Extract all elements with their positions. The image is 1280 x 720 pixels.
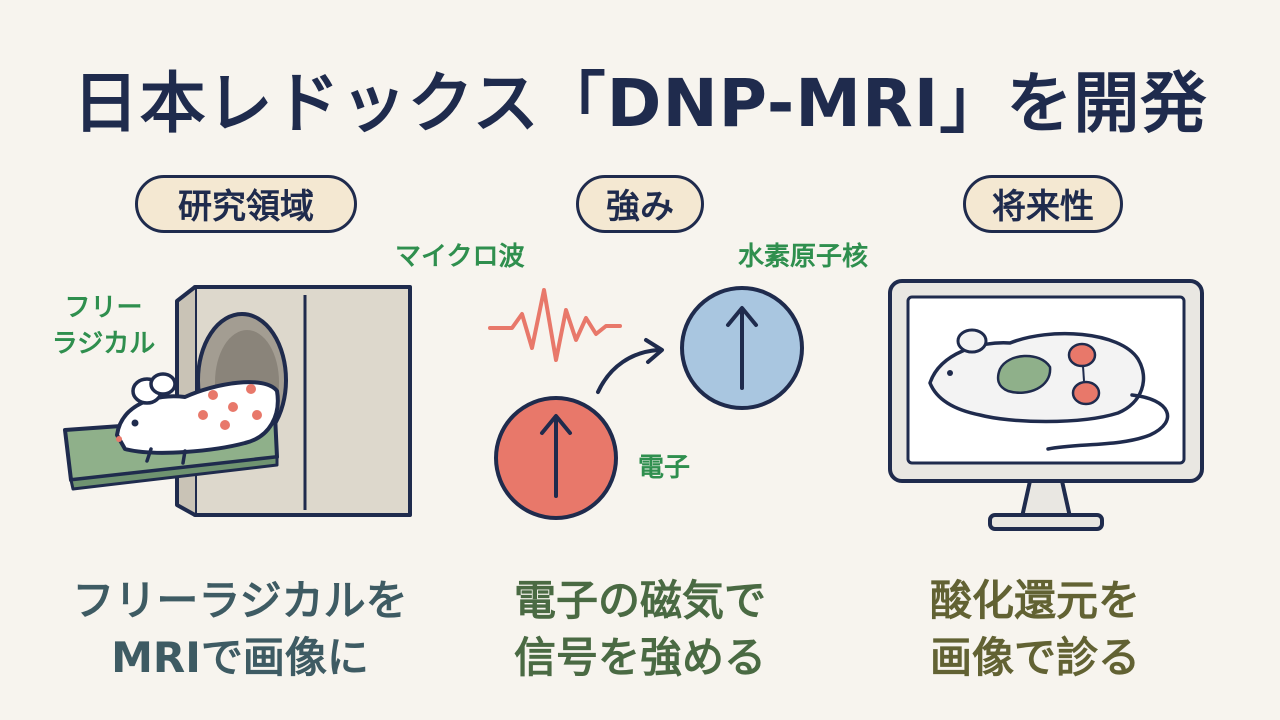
microwave-wave-icon [488,288,622,362]
heading-strength: 強み [576,175,704,233]
proton-spin-icon [680,286,804,410]
caption-strength: 電子の磁気で 信号を強める [513,576,766,682]
microwave-label: マイクロ波 [395,242,525,272]
curved-arrow-icon [596,338,664,394]
mri-scanner-icon [63,285,412,517]
caption-research-area: フリーラジカルを MRIで画像に [72,576,408,682]
monitor-illustration [880,275,1210,540]
heading-research-area: 研究領域 [135,175,357,233]
heading-future: 将来性 [963,175,1123,233]
electron-spin-icon [494,396,618,520]
monitor-icon [888,279,1204,531]
proton-label: 水素原子核 [738,242,869,272]
mri-scanner-illustration [55,265,435,535]
page-title: 日本レドックス「DNP-MRI」を開発 [72,65,1208,142]
free-radical-label: フリー ラジカル [51,293,156,359]
organ-scan-icon [928,328,1170,451]
electron-label: 電子 [638,453,691,483]
dnp-spin-illustration [470,270,830,520]
caption-future: 酸化還元を 画像で診る [929,576,1140,682]
mouse-icon [115,372,280,465]
